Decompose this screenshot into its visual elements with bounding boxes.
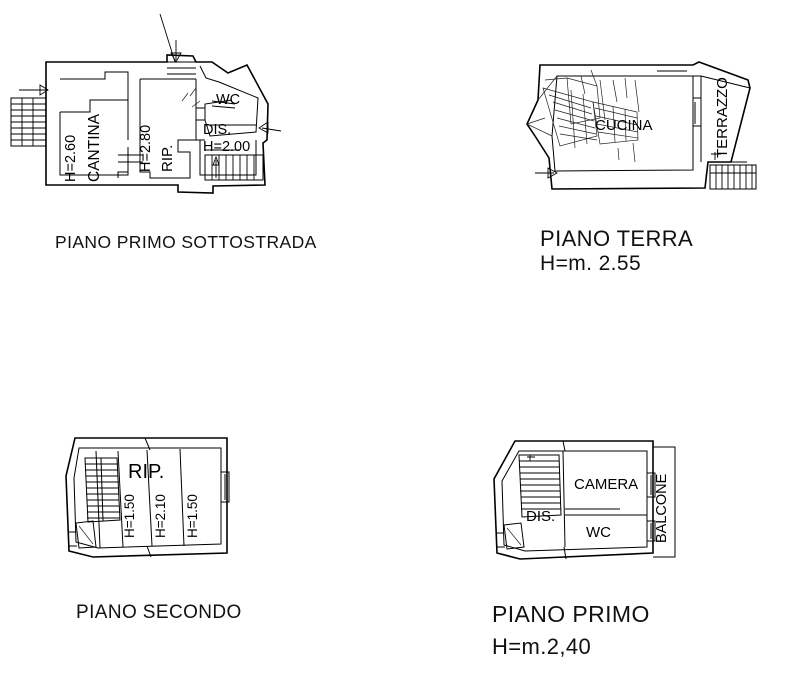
interior-stair-sottostrada [204, 149, 264, 181]
label-secondo-h-left: H=1.50 [122, 494, 137, 538]
outer-wall-secondo [65, 437, 228, 558]
terrazzo-top [700, 75, 751, 89]
camera-wall-ext-lower [563, 546, 567, 560]
label-cucina: CUCINA [595, 117, 653, 134]
stair-primo [518, 454, 562, 518]
entrance-stair-terra [526, 69, 640, 163]
plan-drawing-primo: CAMERA DIS. WC BALCONE [493, 440, 676, 560]
cucina-walls [551, 75, 694, 172]
inner-wall-primo [501, 450, 648, 552]
wc-hinge-2 [181, 92, 189, 102]
stair-secondo [84, 457, 121, 523]
label-balcone: BALCONE [654, 473, 670, 543]
exterior-stair-left [10, 97, 47, 147]
wc-outline [199, 65, 259, 137]
caption-piano-terra-height: H=m. 2.55 [540, 252, 642, 275]
label-terrazzo: TERRAZZO [714, 77, 731, 158]
partition-1 [117, 450, 124, 548]
entry-primo [503, 522, 525, 550]
plan-piano-primo-sottostrada: H=2.60 CANTINA H=2.80 RIP. WC DIS. H=2.0… [0, 0, 320, 225]
cantina-divider-lower [117, 147, 129, 178]
caption-piano-primo-height: H=m.2,40 [492, 634, 592, 659]
camera-left-wall [562, 450, 566, 548]
cantina-inner-wall [60, 71, 129, 113]
camera-wall-ext [562, 440, 566, 452]
entrance-arrow-right [258, 121, 282, 134]
entrance-arrow-terra [535, 167, 558, 179]
wc-door-swing [189, 87, 197, 97]
entry-door-swing-primo [506, 527, 522, 546]
partition-3 [179, 448, 185, 547]
entry-opening-primo [497, 532, 505, 548]
caption-piano-secondo: PIANO SECONDO [76, 602, 242, 623]
window-secondo [221, 471, 230, 503]
label-secondo-rip: RIP. [128, 461, 164, 483]
cucina-right-wall [693, 75, 702, 162]
terra-top-opening [657, 64, 687, 72]
label-cantina-height: H=2.60 [63, 135, 79, 182]
dis-walls [199, 140, 257, 176]
label-wc: WC [216, 92, 240, 108]
plan-piano-terra: CUCINA TERRAZZO [505, 40, 800, 220]
entrance-arrow-top [159, 13, 196, 75]
plan-drawing-secondo: RIP. H=1.50 H=2.10 H=1.50 [65, 437, 230, 558]
outer-wall-primo [493, 440, 654, 560]
terrazzo-stair [709, 152, 757, 190]
outer-wall-terra [526, 61, 751, 190]
balcone-door-lower [647, 520, 656, 542]
entry-secondo [75, 520, 97, 549]
label-secondo-h-mid: H=2.10 [153, 494, 168, 538]
entry-door-swing [78, 525, 94, 545]
partition-2 [146, 449, 153, 547]
plan-piano-primo: CAMERA DIS. WC BALCONE [485, 425, 715, 590]
balcone-door-upper [647, 472, 656, 498]
label-camera: CAMERA [574, 476, 638, 493]
outer-wall-sottostrada [45, 54, 269, 194]
plan-drawing-sottostrada: H=2.60 CANTINA H=2.80 RIP. WC DIS. H=2.0… [10, 13, 282, 194]
cucina-opening [693, 97, 701, 127]
label-primo-wc: WC [586, 524, 611, 541]
caption-piano-terra-title: PIANO TERRA [540, 226, 694, 251]
label-secondo-h-right: H=1.50 [185, 494, 200, 538]
caption-piano-primo-sottostrada: PIANO PRIMO SOTTOSTRADA [55, 232, 317, 252]
label-rip-name: RIP. [159, 145, 176, 172]
plan-drawing-terra: CUCINA TERRAZZO [526, 61, 757, 190]
label-dis-height: H=2.00 [203, 139, 250, 155]
label-dis: DIS. [203, 122, 231, 138]
entrance-arrow-left [19, 84, 49, 96]
balcone-walls [653, 446, 676, 558]
caption-piano-primo-title: PIANO PRIMO [492, 601, 650, 627]
label-primo-dis: DIS. [526, 508, 555, 525]
label-cantina-name: CANTINA [86, 113, 103, 182]
wc-hinge [191, 100, 201, 108]
plan-piano-secondo: RIP. H=1.50 H=2.10 H=1.50 [55, 420, 285, 585]
wc-fixture [211, 100, 236, 105]
entry-opening [69, 531, 77, 547]
rip-inner-wall [139, 79, 197, 179]
label-rip-height: H=2.80 [138, 125, 154, 172]
partition-0 [95, 450, 101, 549]
inner-wall-secondo [73, 447, 222, 549]
partition-ext [144, 437, 152, 558]
wc-fixture-2 [211, 105, 236, 109]
